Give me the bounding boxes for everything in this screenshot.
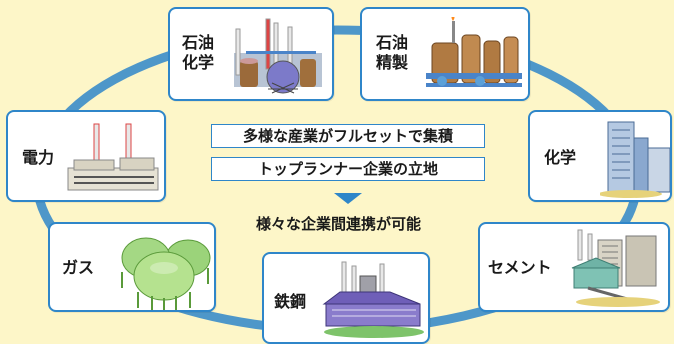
petrochemical-plant-icon (234, 18, 322, 94)
node-chemical: 化学 (528, 110, 672, 202)
node-label: 石油 精製 (376, 33, 409, 72)
node-refining: 石油 精製 (360, 7, 530, 101)
node-label: 鉄鋼 (274, 292, 307, 311)
chemical-building-icon (600, 121, 670, 198)
node-gas: ガス (48, 222, 216, 312)
power-plant-icon (67, 123, 159, 191)
down-arrow-icon (334, 193, 362, 204)
node-petrochemical: 石油 化学 (168, 7, 334, 101)
refinery-icon (426, 17, 522, 87)
node-power: 電力 (6, 110, 166, 202)
node-steel: 鉄鋼 (262, 252, 430, 344)
message-full-set: 多様な産業がフルセットで集積 (211, 124, 485, 148)
gas-tank-icon (121, 237, 211, 310)
node-label: セメント (488, 258, 552, 277)
message-top-runner: トップランナー企業の立地 (211, 157, 485, 181)
node-label: ガス (62, 258, 95, 277)
node-label: 電力 (22, 148, 55, 167)
cement-plant-icon (571, 229, 660, 307)
node-cement: セメント (478, 222, 670, 312)
steel-mill-icon (322, 261, 424, 338)
node-label: 石油 化学 (182, 33, 215, 72)
node-label: 化学 (544, 148, 577, 167)
message-collaboration: 様々な企業間連携が可能 (256, 215, 422, 233)
